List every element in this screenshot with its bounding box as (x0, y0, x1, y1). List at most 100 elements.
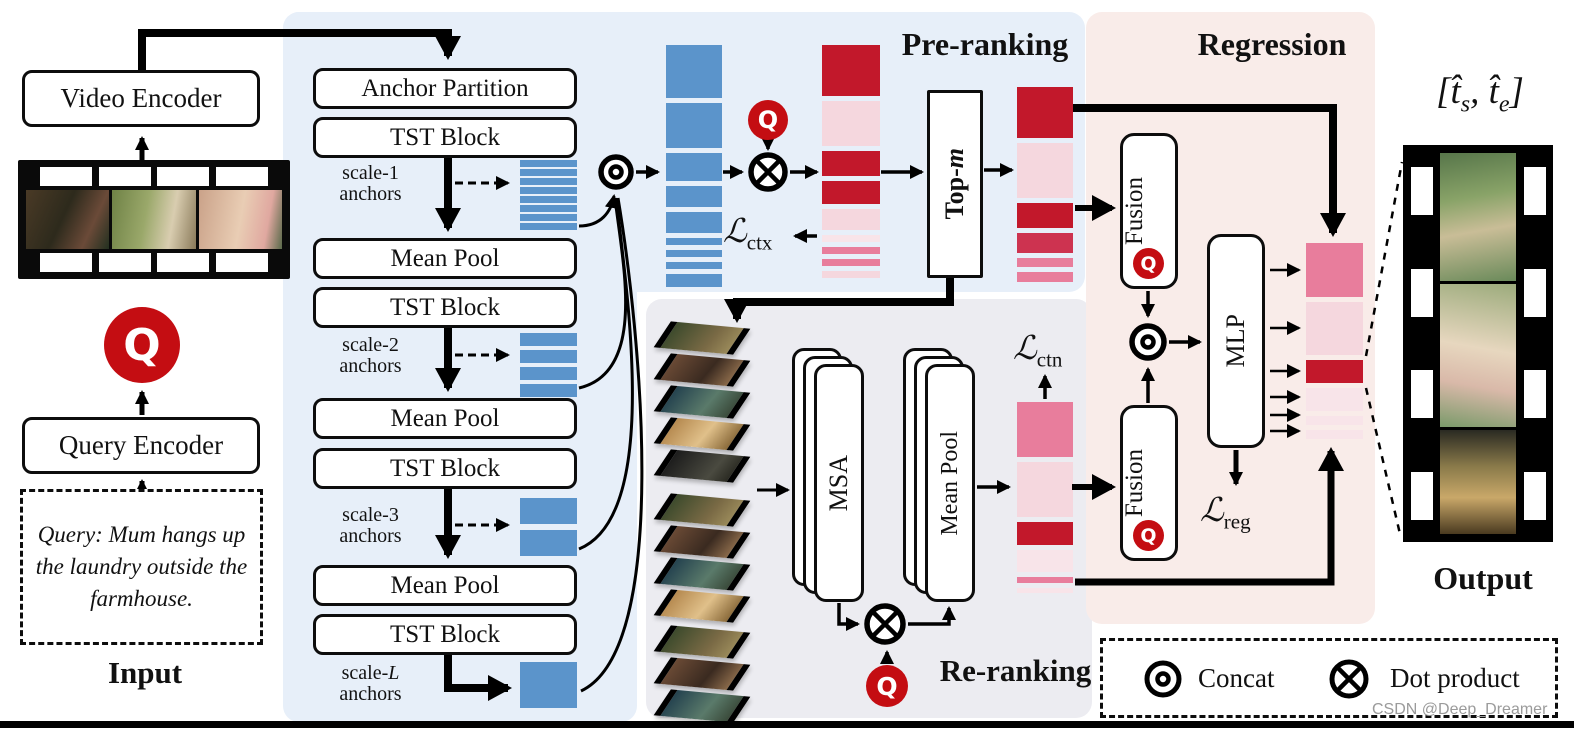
fusion-label: Fusion (1121, 176, 1148, 246)
video-frame (1440, 153, 1516, 281)
top-prefix: Top- (940, 168, 969, 220)
bar-segment (1306, 360, 1363, 383)
query-token-label: Q (1140, 524, 1157, 547)
bar-segment (1017, 402, 1073, 457)
film-frames (26, 190, 282, 249)
reranked-score-column (1017, 402, 1073, 593)
proposal-frame-stack-3 (653, 625, 751, 725)
query-token-label: Q (1140, 252, 1157, 275)
mean-pool-label: Mean Pool (390, 404, 500, 432)
scale-prefix: scale- (342, 334, 389, 356)
bar-segment (520, 169, 577, 176)
video-frame-thumbnail (653, 449, 751, 483)
dot-product-symbol-preranking (747, 151, 789, 198)
video-frame-thumbnail (653, 525, 751, 559)
video-frame (1440, 430, 1516, 534)
content-loss-label: ℒctn (1013, 328, 1062, 373)
top-m-box: Top-m (927, 90, 983, 278)
tst-block-label: TST Block (390, 293, 500, 321)
bar-segment (666, 274, 722, 287)
scale-number: 1 (388, 162, 399, 184)
pre-ranking-title: Pre-ranking (901, 26, 1069, 62)
video-frame (1440, 284, 1516, 427)
bar-segment (520, 178, 577, 185)
context-loss-label: ℒctx (723, 211, 772, 256)
mlp-label: MLP (1221, 314, 1250, 368)
bar-segment (666, 153, 722, 181)
query-token-circle-reranking: Q (866, 665, 908, 707)
scale-3-anchors-label: scale-3 anchors (318, 505, 423, 547)
anchors-word: anchors (339, 683, 402, 705)
mean-pool-3-box: Mean Pool (313, 565, 577, 606)
bar-segment (1306, 388, 1363, 411)
bar-segment (822, 235, 880, 242)
msa-box: MSA (814, 364, 864, 602)
bar-segment (520, 350, 577, 363)
bar-segment (822, 181, 880, 204)
regression-title: Regression (1197, 26, 1347, 62)
video-frame-thumbnail (653, 689, 751, 723)
legend-concat-icon (1143, 659, 1183, 704)
fusion-label: Fusion (1121, 448, 1148, 518)
comma: , (1470, 71, 1489, 112)
top-m-selected-column (1017, 87, 1073, 282)
tst-block-label: TST Block (390, 620, 500, 648)
scale-1-anchors-label: scale-1 anchors (318, 163, 423, 205)
mean-pool-2-box: Mean Pool (313, 398, 577, 439)
video-frame (112, 190, 196, 249)
bar-segment (666, 238, 722, 245)
scale-number: 2 (388, 334, 399, 356)
bar-segment (666, 186, 722, 207)
proposal-frame-stack-1 (653, 321, 751, 485)
t-hat-s: t̂ (1450, 71, 1461, 112)
query-token-label: Q (757, 106, 779, 134)
mean-pool-label: Mean Pool (390, 571, 500, 599)
legend-box (1100, 638, 1558, 718)
tst-block-1-box: TST Block (313, 117, 577, 158)
anchor-partition-box: Anchor Partition (313, 68, 577, 109)
top-m-label: Top-m (940, 148, 970, 219)
output-film-strip (1403, 145, 1553, 542)
bar-segment (520, 367, 577, 380)
anchors-word: anchors (339, 183, 402, 205)
video-encoder-box: Video Encoder (22, 70, 260, 127)
query-token-label: Q (876, 671, 898, 701)
bar-segment (520, 214, 577, 221)
loss-symbol: ℒ (723, 214, 747, 250)
bar-segment (666, 212, 722, 233)
mean-pool-1-box: Mean Pool (313, 238, 577, 279)
bar-segment (666, 45, 722, 98)
query-badge-fusion-2: Q (1133, 520, 1164, 551)
query-text: Query: Mum hangs up the laundry outside … (35, 521, 248, 612)
subscript-e: e (1498, 91, 1510, 118)
bar-segment (520, 205, 577, 212)
bar-segment (1017, 258, 1073, 267)
concatenated-anchor-column (666, 45, 722, 287)
proposal-frame-stack-2 (653, 493, 751, 625)
query-token-label: Q (123, 319, 161, 371)
bar-segment (822, 247, 880, 254)
query-token-circle: Q (104, 307, 180, 383)
video-frame-thumbnail (653, 321, 751, 355)
bar-segment (1017, 577, 1073, 583)
video-frame-thumbnail (653, 625, 751, 659)
bar-segment (822, 101, 880, 146)
bar-segment (1306, 243, 1363, 297)
bar-segment (520, 662, 577, 708)
bar-segment (1017, 143, 1073, 198)
bar-segment (822, 209, 880, 230)
bar-segment (666, 250, 722, 257)
mlp-box: MLP (1207, 234, 1265, 448)
regression-output-column (1306, 243, 1363, 439)
bar-segment (520, 333, 577, 346)
concat-symbol (597, 153, 635, 196)
scale-2-anchor-bars (520, 333, 577, 397)
t-hat-e: t̂ (1488, 71, 1499, 112)
loss-symbol: ℒ (1013, 331, 1037, 367)
re-ranking-title: Re-ranking (939, 653, 1092, 688)
predicted-timestamps-label: [t̂s, t̂e] (1396, 70, 1564, 118)
bar-segment (822, 271, 880, 278)
video-frame (26, 190, 110, 249)
tst-block-3-box: TST Block (313, 448, 577, 489)
